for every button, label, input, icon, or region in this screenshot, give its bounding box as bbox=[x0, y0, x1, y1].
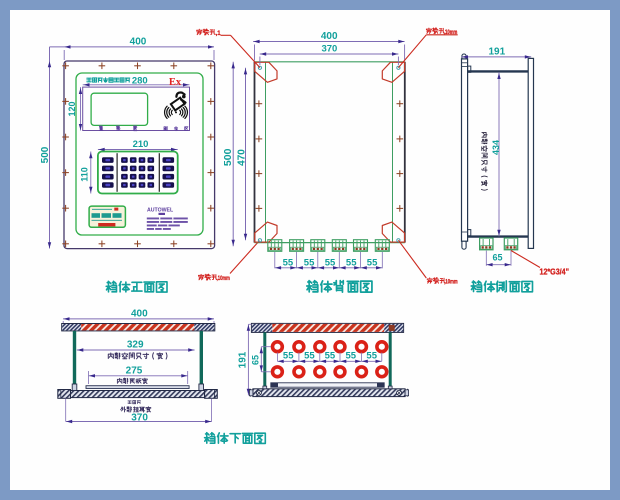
svg-text:65: 65 bbox=[492, 252, 502, 262]
svg-text:55: 55 bbox=[283, 350, 294, 361]
svg-text:191: 191 bbox=[488, 46, 505, 57]
svg-text:500: 500 bbox=[40, 146, 51, 163]
svg-text:434: 434 bbox=[491, 140, 501, 155]
svg-text:55: 55 bbox=[366, 350, 377, 361]
svg-text:400: 400 bbox=[321, 31, 338, 42]
svg-text:,10mm: ,10mm bbox=[444, 29, 458, 36]
svg-text:400: 400 bbox=[131, 309, 148, 320]
svg-text:470: 470 bbox=[236, 149, 247, 166]
svg-text:55: 55 bbox=[346, 350, 357, 361]
svg-text:55: 55 bbox=[283, 257, 294, 268]
svg-text:65: 65 bbox=[251, 355, 261, 365]
svg-text:275: 275 bbox=[126, 365, 143, 376]
svg-text:370: 370 bbox=[131, 413, 148, 424]
svg-text:AUTOWEL: AUTOWEL bbox=[147, 208, 174, 214]
svg-text:55: 55 bbox=[325, 350, 336, 361]
svg-text:210: 210 bbox=[133, 139, 149, 150]
svg-text:329: 329 bbox=[127, 340, 144, 351]
svg-text:55: 55 bbox=[325, 257, 336, 268]
svg-text:55: 55 bbox=[367, 257, 378, 268]
svg-text:280: 280 bbox=[132, 75, 148, 86]
svg-text:500: 500 bbox=[222, 148, 234, 166]
svg-text:55: 55 bbox=[346, 257, 357, 268]
svg-text:,10mm: ,10mm bbox=[217, 275, 230, 282]
svg-text:55: 55 bbox=[304, 350, 315, 361]
svg-text:,10mm: ,10mm bbox=[444, 279, 458, 286]
svg-text:55: 55 bbox=[304, 257, 315, 268]
svg-text:,1: ,1 bbox=[216, 30, 221, 37]
svg-text:370: 370 bbox=[321, 44, 337, 55]
svg-text:110: 110 bbox=[80, 167, 90, 182]
svg-text:Ex: Ex bbox=[169, 77, 182, 88]
svg-text:12*G3/4": 12*G3/4" bbox=[540, 267, 570, 276]
svg-text:191: 191 bbox=[237, 351, 248, 368]
svg-text:120: 120 bbox=[67, 101, 77, 116]
svg-text:400: 400 bbox=[130, 37, 147, 48]
